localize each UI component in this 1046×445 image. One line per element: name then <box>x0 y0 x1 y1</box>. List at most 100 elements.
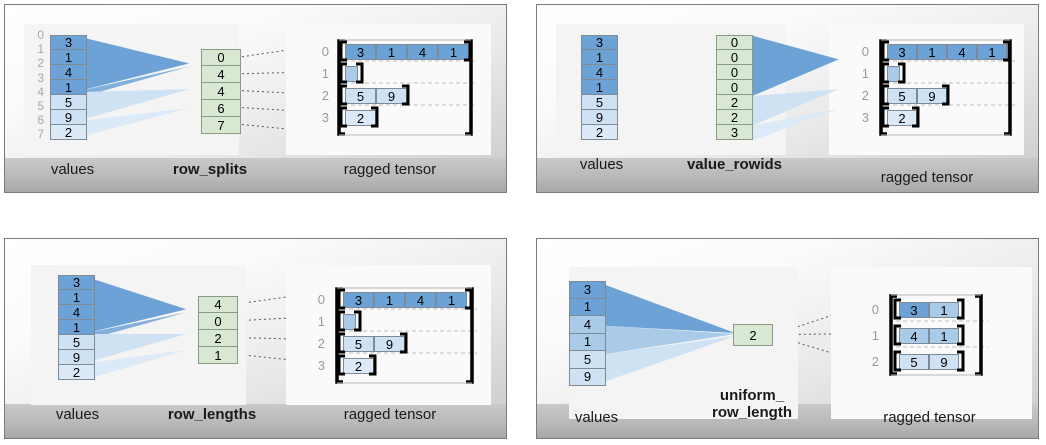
tensor-cell: 5 <box>345 88 376 104</box>
values-column-row-splits: 3 1 4 1 5 9 2 <box>50 35 87 140</box>
value-cell: 1 <box>581 80 618 95</box>
value-cell: 1 <box>50 50 87 65</box>
values-column-row-lengths: 3 1 4 1 5 9 2 <box>58 275 95 380</box>
param-column-uniform-row-length: 2 <box>733 324 773 346</box>
tensor-cell: 4 <box>899 328 929 344</box>
tensor-cell: 4 <box>407 44 438 60</box>
param-cell: 1 <box>198 347 238 364</box>
tensor-cell-empty <box>343 314 356 330</box>
value-cell: 1 <box>58 320 95 335</box>
tensor-row-label: 3 <box>321 109 329 125</box>
param-cell: 2 <box>733 324 773 346</box>
tensor-cell: 5 <box>899 354 929 370</box>
value-cell: 5 <box>581 95 618 110</box>
caption-tensor-row-splits: ragged tensor <box>343 161 437 178</box>
tensor-row: 3 1 <box>899 302 959 318</box>
param-cell: 0 <box>201 49 241 66</box>
value-cell: 1 <box>569 298 606 316</box>
value-index: 7 <box>37 127 44 142</box>
param-cell: 0 <box>716 50 753 65</box>
value-cell: 3 <box>581 35 618 50</box>
value-cell: 1 <box>50 80 87 95</box>
tensor-cell: 3 <box>343 292 374 308</box>
param-column-value-rowids: 0 0 0 0 2 2 3 <box>716 35 753 140</box>
values-column-uniform-row-length: 3 1 4 1 5 9 <box>569 281 606 386</box>
value-index: 0 <box>37 28 44 43</box>
value-cell: 9 <box>58 350 95 365</box>
caption-param-value-rowids: value_rowids <box>686 156 783 173</box>
caption-param-row-splits: row_splits <box>172 161 248 178</box>
value-index: 1 <box>37 42 44 57</box>
tensor-cell: 1 <box>917 44 947 60</box>
tensor-cell: 4 <box>405 292 436 308</box>
value-cell: 4 <box>58 305 95 320</box>
tensor-row: 5 9 <box>343 336 405 352</box>
value-cell: 4 <box>50 65 87 80</box>
tensor-row: 4 1 <box>899 328 959 344</box>
tensor-cell: 4 <box>947 44 977 60</box>
tensor-cell: 2 <box>343 358 374 374</box>
tensor-row-label: 0 <box>321 43 329 59</box>
caption-tensor-uniform-row-length: ragged tensor <box>883 409 976 426</box>
tensor-cell: 1 <box>929 328 959 344</box>
panel-row-splits: 0 1 2 3 4 5 6 7 3 1 4 1 5 9 2 0 4 4 6 7 <box>4 4 507 193</box>
tensor-cell: 9 <box>917 88 947 104</box>
param-cell: 4 <box>201 66 241 83</box>
tensor-row-label: 0 <box>317 291 325 307</box>
tensor-cell: 1 <box>376 44 407 60</box>
caption-param-row-lengths: row_lengths <box>167 406 257 423</box>
tensor-cell: 1 <box>436 292 467 308</box>
param-column-row-splits: 0 4 4 6 7 <box>201 49 241 134</box>
caption-values-value-rowids: values <box>579 156 624 173</box>
value-cell: 1 <box>58 290 95 305</box>
panel-uniform-row-length: 3 1 4 1 5 9 2 <box>536 238 1039 439</box>
value-cell: 5 <box>58 335 95 350</box>
tensor-row: 5 9 <box>887 88 947 104</box>
tensor-row-label: 2 <box>871 353 879 369</box>
ragged-tensor-value-rowids: 0 1 2 3 3 1 4 1 5 9 2 <box>857 35 1019 140</box>
caption-values-row-splits: values <box>50 161 95 178</box>
param-cell: 3 <box>716 125 753 140</box>
value-cell: 1 <box>581 50 618 65</box>
value-index: 4 <box>37 84 44 99</box>
value-cell: 3 <box>569 281 606 299</box>
tensor-cell: 5 <box>887 88 917 104</box>
tensor-row-label: 0 <box>871 301 879 317</box>
tensor-row-label: 2 <box>861 87 869 103</box>
tensor-row-empty <box>345 66 358 82</box>
value-cell: 1 <box>569 333 606 351</box>
tensor-cell: 3 <box>345 44 376 60</box>
tensor-cell: 1 <box>929 302 959 318</box>
value-index-gutter-row-splits: 0 1 2 3 4 5 6 7 <box>31 28 47 142</box>
value-cell: 9 <box>50 110 87 125</box>
tensor-row-label: 0 <box>861 43 869 59</box>
panel-row-lengths: 3 1 4 1 5 9 2 4 0 2 1 <box>4 238 507 439</box>
tensor-cell-empty <box>345 66 358 82</box>
value-index: 2 <box>37 56 44 71</box>
tensor-row-label: 1 <box>871 327 879 343</box>
tensor-cell: 3 <box>887 44 917 60</box>
caption-tensor-value-rowids: ragged tensor <box>880 169 974 186</box>
tensor-row: 2 <box>887 110 917 126</box>
value-index: 5 <box>37 99 44 114</box>
param-cell: 0 <box>716 80 753 95</box>
caption-param-uniform-row-length: uniform_ row_length <box>711 387 792 421</box>
tensor-cell: 1 <box>977 44 1007 60</box>
values-column-value-rowids: 3 1 4 1 5 9 2 <box>581 35 618 140</box>
value-cell: 9 <box>569 368 606 386</box>
tensor-cell: 2 <box>887 110 917 126</box>
param-cell: 6 <box>201 100 241 117</box>
tensor-row: 3 1 4 1 <box>887 44 1007 60</box>
tensor-row: 3 1 4 1 <box>343 292 467 308</box>
param-cell: 2 <box>716 95 753 110</box>
param-cell: 4 <box>201 83 241 100</box>
value-cell: 2 <box>50 125 87 140</box>
value-cell: 2 <box>58 365 95 380</box>
value-cell: 4 <box>569 316 606 334</box>
tensor-cell: 1 <box>438 44 469 60</box>
param-column-row-lengths: 4 0 2 1 <box>198 296 238 364</box>
tensor-row-label: 1 <box>317 313 325 329</box>
value-cell: 3 <box>50 35 87 50</box>
value-index: 6 <box>37 113 44 128</box>
